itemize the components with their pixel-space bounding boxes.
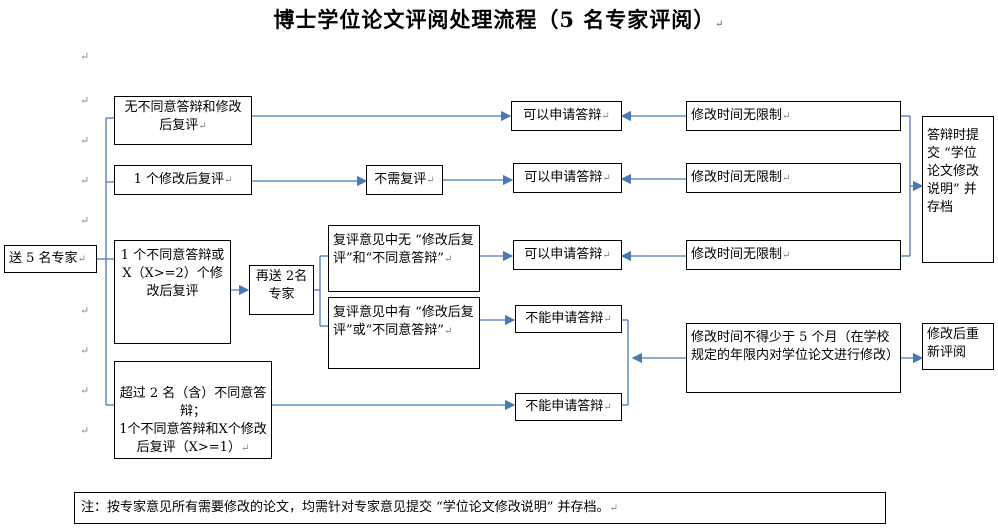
re-review-fail-node: 复评意见中有 “修改后复评”或“不同意答辩”↵ — [328, 297, 480, 369]
re-review-pass-node: 复评意见中无 “修改后复评”和“不同意答辩”↵ — [328, 225, 480, 292]
page-title: 博士学位论文评阅处理流程（5 名专家评阅）↵ — [273, 7, 725, 32]
can-defend-node-3: 可以申请答辩↵ — [513, 240, 622, 270]
revise-unlimited-node-1: 修改时间无限制↵ — [686, 101, 901, 131]
case-one-reject-or-multi-revise-node: 1 个不同意答辩或 X（X>=2）个修改后复评 — [114, 240, 231, 344]
resend-two-experts-node: 再送 2名专家 — [249, 265, 314, 315]
start-node: 送 5 名专家↵ — [4, 245, 97, 273]
case-one-revise-node: 1 个修改后复评↵ — [114, 165, 252, 195]
can-defend-node-2: 可以申请答辩↵ — [513, 163, 622, 193]
case-multi-reject-node: 超过 2 名（含）不同意答辩； 1个不同意答辩和X个修改后复评（X>=1）↵ — [114, 361, 272, 459]
can-defend-node-1: 可以申请答辩↵ — [511, 101, 622, 131]
revise-unlimited-node-3: 修改时间无限制↵ — [686, 240, 901, 270]
revise-limited-node: 修改时间不得少于 5 个月（在学校规定的年限内对学位论文进行修改） — [686, 323, 901, 393]
no-review-needed-node: 不需复评↵ — [366, 165, 443, 195]
cannot-defend-node-2: 不能申请答辩↵ — [515, 393, 622, 421]
cannot-defend-node-1: 不能申请答辩↵ — [515, 305, 622, 333]
submit-revision-note-node: 答辩时提交 “学位论文修改说明” 并存档 — [922, 116, 994, 263]
case-no-objection-node: 无不同意答辩和修改后复评↵ — [114, 96, 252, 145]
revise-unlimited-node-2: 修改时间无限制↵ — [686, 163, 901, 193]
re-review-after-revision-node: 修改后重新评阅 — [922, 323, 994, 370]
footnote: 注：按专家意见所有需要修改的论文，均需针对专家意见提交 “学位论文修改说明” 并… — [74, 492, 886, 524]
